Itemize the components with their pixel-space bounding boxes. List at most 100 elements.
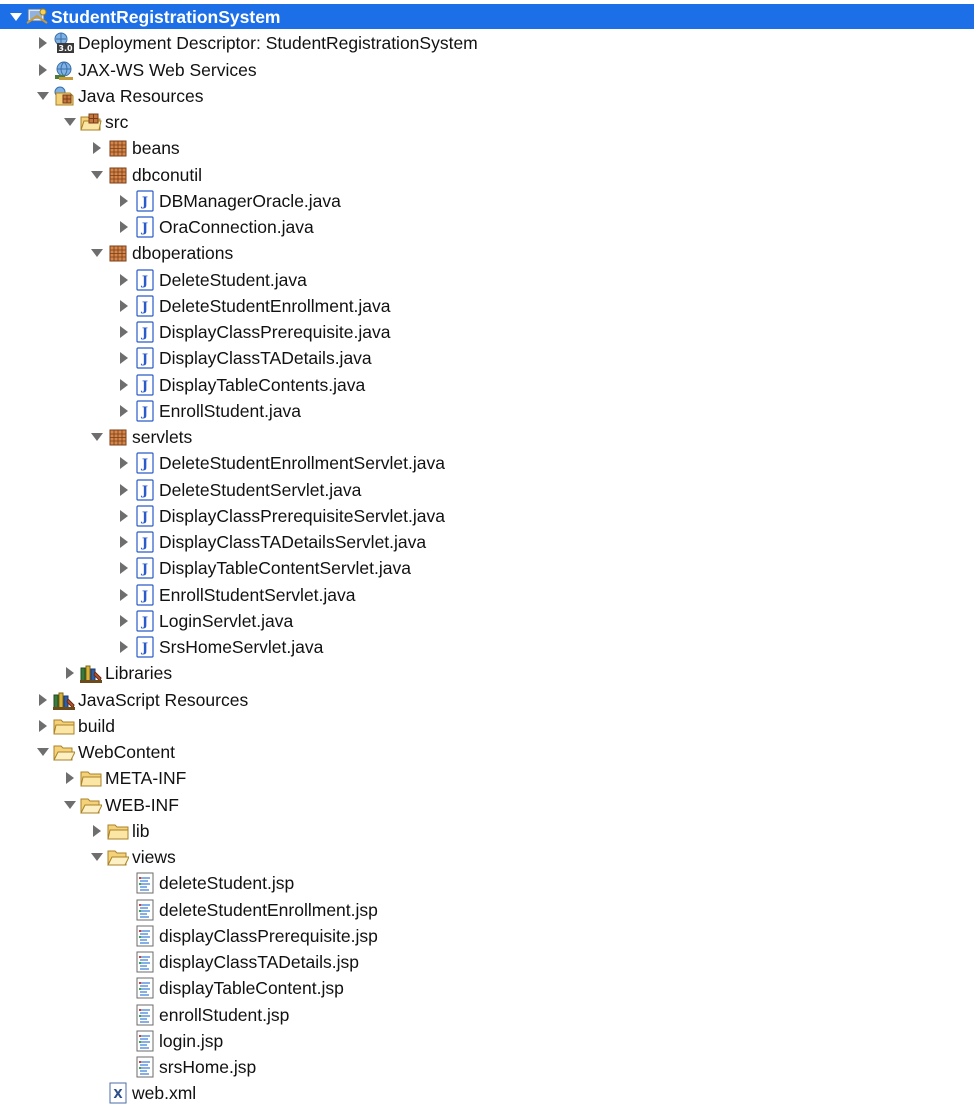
- expand-arrow-icon[interactable]: [89, 424, 105, 450]
- expand-arrow-icon[interactable]: [62, 109, 78, 135]
- expand-arrow-icon[interactable]: [89, 844, 105, 870]
- tree-item-label: DisplayTableContents.java: [159, 374, 366, 395]
- tree-item[interactable]: enrollStudent.jsp: [0, 1002, 974, 1028]
- tree-item[interactable]: views: [0, 844, 974, 870]
- expand-arrow-icon[interactable]: [62, 792, 78, 818]
- tree-item[interactable]: displayClassTADetails.jsp: [0, 949, 974, 975]
- collapse-arrow-icon[interactable]: [116, 293, 132, 319]
- collapse-arrow-icon[interactable]: [62, 765, 78, 791]
- tree-item[interactable]: displayTableContent.jsp: [0, 975, 974, 1001]
- java-resources-icon: [53, 85, 75, 107]
- tree-item-label: DeleteStudentEnrollment.java: [159, 295, 391, 316]
- tree-item[interactable]: WebContent: [0, 739, 974, 765]
- tree-item-label: deleteStudentEnrollment.jsp: [159, 899, 378, 920]
- tree-item[interactable]: login.jsp: [0, 1028, 974, 1054]
- tree-item[interactable]: lib: [0, 818, 974, 844]
- tree-item-label: web.xml: [132, 1083, 197, 1104]
- collapse-arrow-icon[interactable]: [89, 818, 105, 844]
- tree-item[interactable]: JavaScript Resources: [0, 687, 974, 713]
- svg-text:J: J: [141, 221, 148, 236]
- collapse-arrow-icon[interactable]: [116, 608, 132, 634]
- collapse-arrow-icon[interactable]: [116, 503, 132, 529]
- tree-item[interactable]: JAX-WS Web Services: [0, 57, 974, 83]
- collapse-arrow-icon[interactable]: [116, 398, 132, 424]
- expand-arrow-icon[interactable]: [35, 739, 51, 765]
- tree-item[interactable]: build: [0, 713, 974, 739]
- collapse-arrow-icon[interactable]: [116, 477, 132, 503]
- collapse-arrow-icon[interactable]: [116, 555, 132, 581]
- tree-item-label: DisplayClassPrerequisite.java: [159, 322, 391, 342]
- collapse-arrow-icon[interactable]: [116, 372, 132, 398]
- collapse-arrow-icon[interactable]: [116, 450, 132, 476]
- tree-item-label: login.jsp: [159, 1030, 224, 1051]
- tree-item[interactable]: WEB-INF: [0, 792, 974, 818]
- collapse-arrow-icon[interactable]: [35, 57, 51, 83]
- collapse-arrow-icon[interactable]: [116, 345, 132, 371]
- xml-file-icon: X: [107, 1082, 129, 1104]
- expand-arrow-icon[interactable]: [89, 240, 105, 266]
- libraries-icon: [53, 689, 75, 711]
- collapse-arrow-icon[interactable]: [35, 30, 51, 56]
- tree-item-label: WebContent: [78, 742, 175, 762]
- folder-icon: [53, 715, 75, 737]
- tree-item[interactable]: beans: [0, 135, 974, 161]
- tree-item-label: DisplayClassTADetails.java: [159, 348, 372, 369]
- tree-item-label: Java Resources: [78, 85, 204, 106]
- collapse-arrow-icon[interactable]: [116, 634, 132, 660]
- collapse-arrow-icon[interactable]: [116, 582, 132, 608]
- tree-item-label: src: [105, 112, 129, 132]
- java-file-icon: J: [134, 610, 156, 632]
- expand-arrow-icon[interactable]: [35, 83, 51, 109]
- tree-item[interactable]: StudentRegistrationSystem: [0, 4, 974, 29]
- tree-item[interactable]: META-INF: [0, 765, 974, 791]
- folder-icon: [107, 820, 129, 842]
- folder-open-icon: [107, 846, 129, 868]
- tree-item[interactable]: Libraries: [0, 660, 974, 686]
- expand-arrow-icon[interactable]: [89, 162, 105, 188]
- collapse-arrow-icon[interactable]: [116, 529, 132, 555]
- collapse-arrow-icon[interactable]: [35, 713, 51, 739]
- collapse-arrow-icon[interactable]: [116, 188, 132, 214]
- java-file-icon: J: [134, 583, 156, 606]
- tree-item[interactable]: displayClassPrerequisite.jsp: [0, 923, 974, 949]
- tree-item[interactable]: srsHome.jsp: [0, 1054, 974, 1080]
- collapse-arrow-icon[interactable]: [116, 267, 132, 293]
- java-file-icon: J: [134, 216, 156, 238]
- collapse-arrow-icon[interactable]: [62, 660, 78, 686]
- expand-arrow-icon[interactable]: [8, 4, 24, 30]
- tree-item-label: Deployment Descriptor: StudentRegistrati…: [78, 33, 478, 54]
- tree-item[interactable]: src: [0, 109, 974, 135]
- svg-text:J: J: [141, 536, 148, 551]
- tree-item[interactable]: servlets: [0, 424, 974, 450]
- tree-item-label: EnrollStudent.java: [159, 400, 302, 421]
- java-file-icon: J: [134, 268, 156, 291]
- collapse-arrow-icon[interactable]: [116, 319, 132, 345]
- tree-item[interactable]: Java Resources: [0, 83, 974, 109]
- collapse-arrow-icon[interactable]: [89, 135, 105, 161]
- tree-item[interactable]: deleteStudent.jsp: [0, 870, 974, 896]
- collapse-arrow-icon[interactable]: [35, 687, 51, 713]
- collapse-arrow-icon[interactable]: [116, 214, 132, 240]
- tree-item[interactable]: dbconutil: [0, 162, 974, 188]
- tree-item-label: enrollStudent.jsp: [159, 1004, 290, 1025]
- tree-item[interactable]: dboperations: [0, 240, 974, 266]
- tree-item[interactable]: deleteStudentEnrollment.jsp: [0, 897, 974, 923]
